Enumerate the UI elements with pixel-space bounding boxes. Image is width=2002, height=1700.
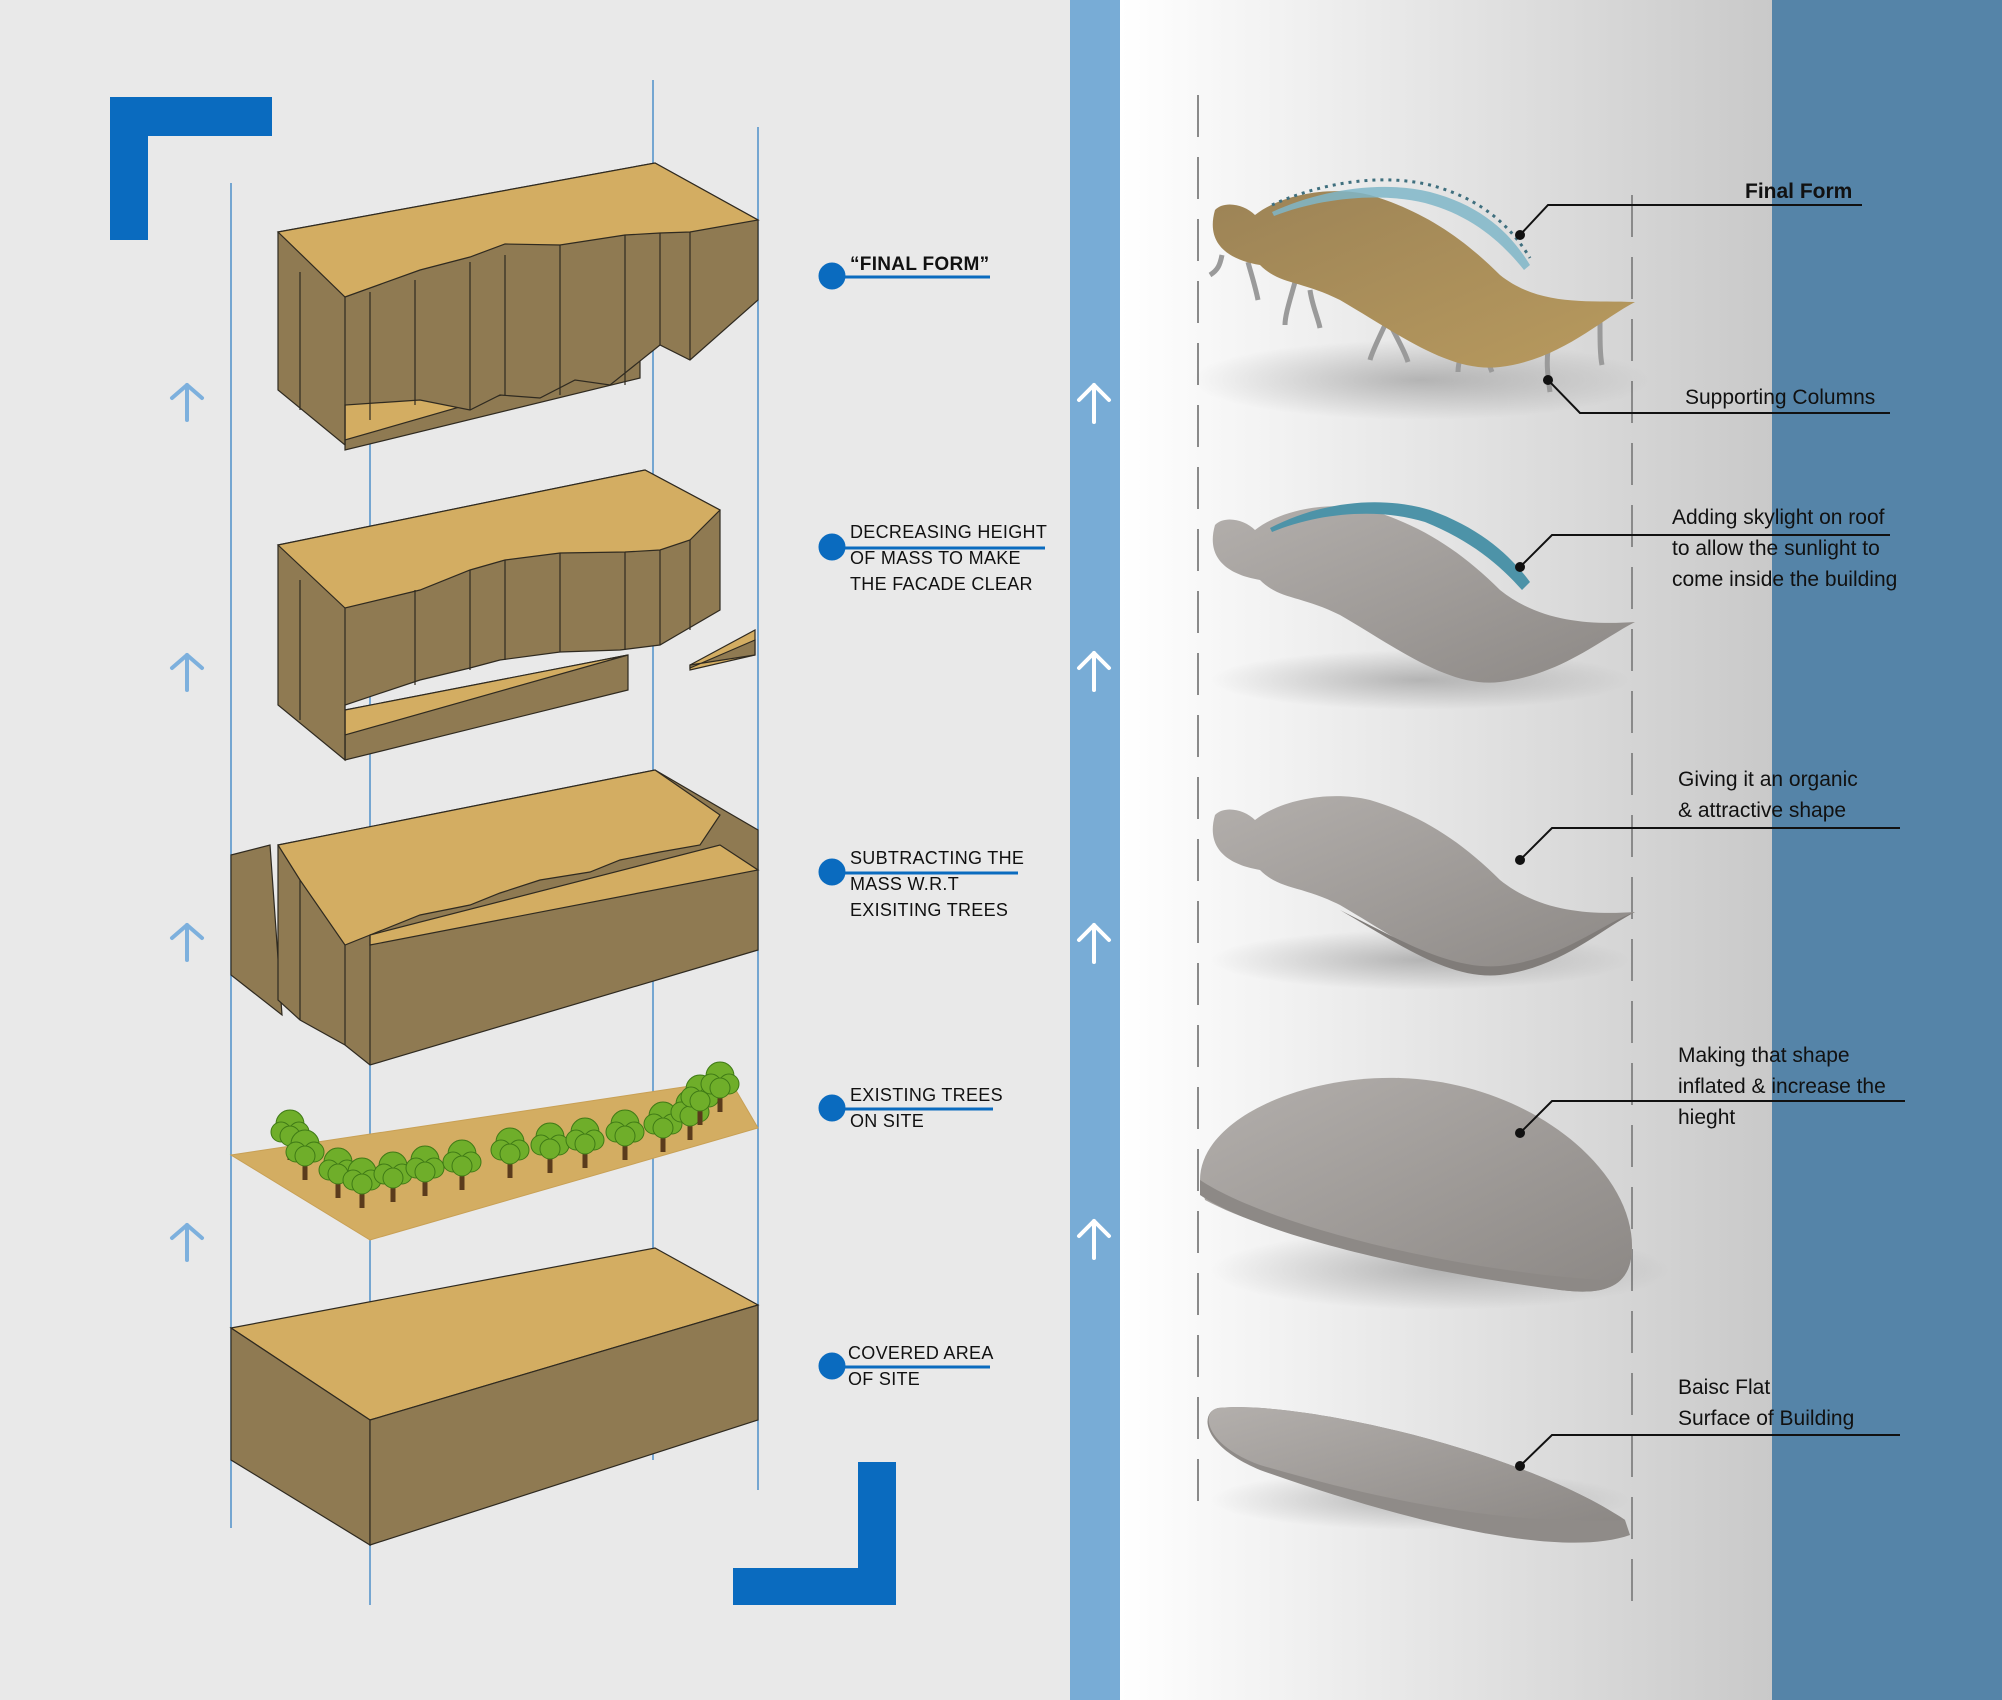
mass-subtracted [230, 769, 760, 1066]
leader-dot [1515, 1128, 1525, 1138]
label-line: Supporting Columns [1685, 386, 1876, 409]
form-final [1190, 178, 1650, 420]
tree-icon [442, 1139, 482, 1190]
label-line: DECREASING HEIGHT [850, 522, 1048, 542]
label-line: EXISITING TREES [850, 900, 1009, 920]
right-label-flat-surface: Baisc Flat Surface of Building [1678, 1372, 1854, 1434]
tree-icon [565, 1117, 605, 1168]
tree-icon [285, 1129, 325, 1180]
tree-icon [373, 1151, 413, 1202]
mass-decreased-height [276, 469, 756, 762]
up-arrow-icon [170, 923, 204, 962]
label-line: OF SITE [848, 1369, 921, 1389]
label-line: Surface of Building [1678, 1407, 1855, 1430]
label-line: Making that shape [1678, 1044, 1850, 1067]
up-arrow-icon [170, 1223, 204, 1262]
left-label-subtracting-mass: SUBTRACTING THE MASS W.R.T EXISITING TRE… [850, 845, 1024, 923]
label-line: EXISTING TREES [850, 1085, 1003, 1105]
corner-bracket-top-left [110, 97, 272, 240]
form-organic [1210, 796, 1635, 990]
up-arrow-icon [1077, 923, 1111, 964]
dark-blue-panel [1772, 0, 2002, 1700]
label-line: Giving it an organic [1678, 768, 1858, 791]
label-line: & attractive shape [1678, 799, 1847, 822]
tree-icon [605, 1109, 645, 1160]
label-line: “FINAL FORM” [850, 254, 990, 275]
label-line: ON SITE [850, 1111, 925, 1131]
label-line: Adding skylight on roof [1672, 506, 1885, 529]
label-line: OF MASS TO MAKE [850, 548, 1021, 568]
leader-line [1519, 204, 1862, 236]
up-arrow-icon [170, 383, 204, 422]
up-arrow-icon [170, 653, 204, 692]
light-blue-strip [1070, 0, 1120, 1700]
label-line: COVERED AREA [848, 1343, 994, 1363]
label-line: come inside the building [1672, 568, 1898, 591]
tree-icon [700, 1061, 740, 1112]
leader-line [1519, 1434, 1900, 1467]
tree-row [270, 1061, 740, 1208]
tree-icon [490, 1127, 530, 1178]
label-line: hieght [1678, 1106, 1736, 1129]
leader-dot [1543, 375, 1553, 385]
corner-bracket-bottom-right [733, 1462, 896, 1605]
leader-dot [1515, 230, 1525, 240]
label-line: THE FACADE CLEAR [850, 574, 1033, 594]
left-label-decreasing-height: DECREASING HEIGHT OF MASS TO MAKE THE FA… [850, 519, 1047, 597]
mass-covered-area [229, 1247, 760, 1547]
label-line: Baisc Flat [1678, 1376, 1771, 1399]
left-label-final-form: “FINAL FORM” [850, 252, 989, 278]
right-label-inflated-shape: Making that shape inflated & increase th… [1678, 1040, 1886, 1133]
right-label-final-form: Final Form [1745, 176, 1852, 207]
left-label-existing-trees: EXISTING TREES ON SITE [850, 1082, 1003, 1134]
up-arrow-icon [1077, 383, 1111, 424]
left-label-covered-area: COVERED AREA OF SITE [848, 1340, 994, 1392]
label-line: to allow the sunlight to [1672, 537, 1880, 560]
tree-icon [530, 1122, 570, 1173]
leader-line [1547, 379, 1890, 414]
form-skylight [1210, 502, 1635, 710]
leader-line [1519, 1100, 1905, 1134]
label-line: Final Form [1745, 180, 1853, 203]
tree-icon [342, 1157, 382, 1208]
tree-icon [643, 1101, 683, 1152]
up-arrow-icon [1077, 1219, 1111, 1260]
leader-line [1519, 827, 1900, 861]
leader-dot [1515, 1461, 1525, 1471]
up-arrow-icon [1077, 651, 1111, 692]
right-label-supporting-columns: Supporting Columns [1685, 382, 1875, 413]
label-line: SUBTRACTING THE [850, 848, 1025, 868]
mass-final-form [276, 162, 760, 451]
label-line: MASS W.R.T [850, 874, 960, 894]
leader-line [1519, 534, 1890, 568]
right-label-adding-skylight: Adding skylight on roof to allow the sun… [1672, 502, 1897, 595]
label-line: inflated & increase the [1678, 1075, 1886, 1098]
form-flat-surface [1207, 1407, 1630, 1543]
leader-dot [1515, 562, 1525, 572]
leader-dot [1515, 855, 1525, 865]
right-label-organic-shape: Giving it an organic & attractive shape [1678, 764, 1858, 826]
tree-icon [405, 1145, 445, 1196]
